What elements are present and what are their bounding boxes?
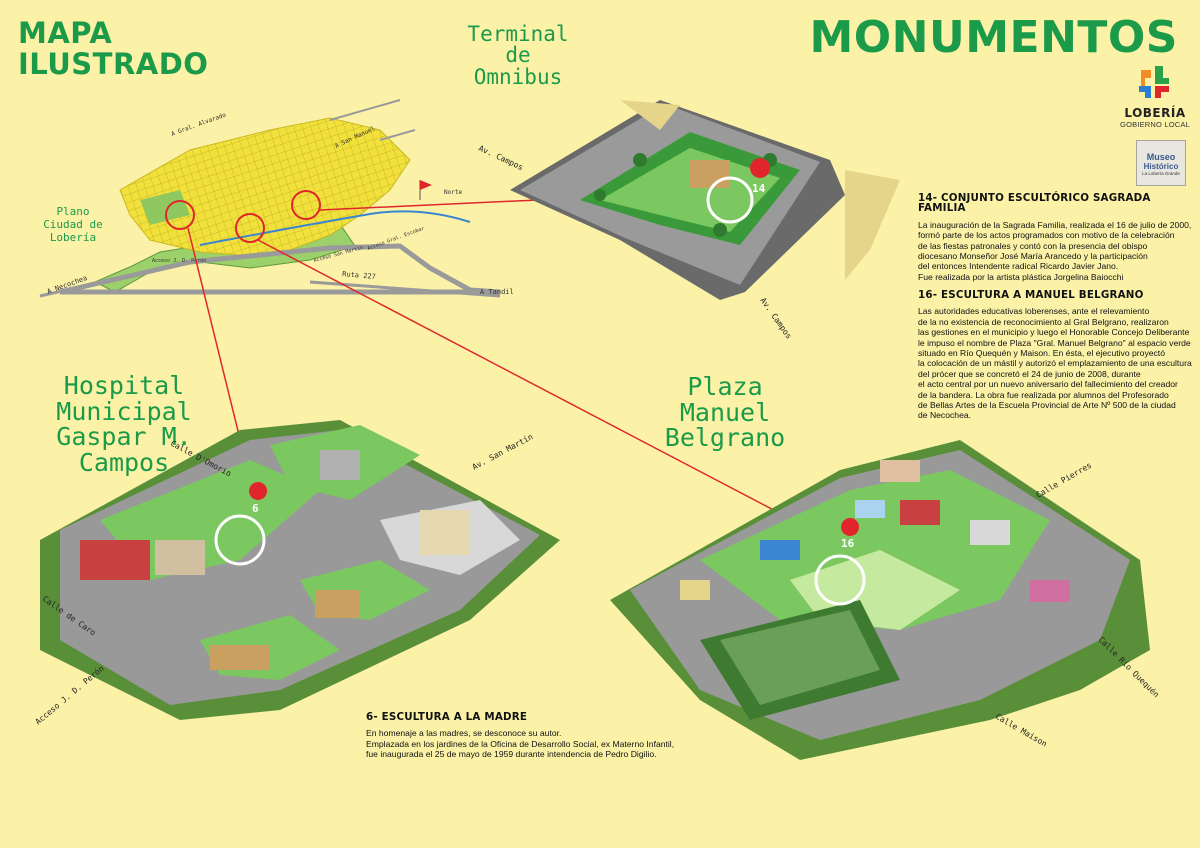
street-av-campos-bottom: Av. Campos xyxy=(758,296,793,341)
monument-6-info: 6- ESCULTURA A LA MADRE En homenaje a la… xyxy=(366,712,676,760)
city-plan: A Necochea A Tandil Ruta 227 A San Manue… xyxy=(39,99,514,298)
plaza-title-line1: Plaza xyxy=(687,372,763,401)
monument-14-info: 14- CONJUNTO ESCULTÓRICO SAGRADA FAMILIA… xyxy=(918,193,1193,282)
street-calle-maison: Calle Maison xyxy=(994,712,1049,749)
plaza-title: Plaza Manuel Belgrano xyxy=(620,374,830,451)
street-acceso-jd-peron: Acceso J. D. Perón xyxy=(33,663,106,727)
logo-name: LOBERÍA xyxy=(1124,106,1186,120)
route-acceso-jd-peron: Acceso J. D. Perón xyxy=(152,257,206,264)
plano-label-line2: Ciudad de Lobería xyxy=(43,218,103,244)
plan-marker-terminal xyxy=(291,190,321,220)
hospital-illustration: 6 Calle D'Omorio Av. San Martín Calle de… xyxy=(33,420,560,727)
marker-16: 16 xyxy=(841,537,855,550)
route-tandil: A Tandil xyxy=(480,288,514,296)
route-gral-alvarado: A Gral. Alvarado xyxy=(170,111,227,137)
hospital-title-line1: Hospital Municipal xyxy=(56,371,192,426)
marker-6: 6 xyxy=(252,502,259,515)
monument-16-text: Las autoridades educativas loberenses, a… xyxy=(918,306,1192,421)
marker-14: 14 xyxy=(752,182,766,195)
street-av-campos-top: Av. Campos xyxy=(477,144,525,173)
north-label: Norte xyxy=(444,189,462,196)
monument-16-info: 16- ESCULTURA A MANUEL BELGRANO Las auto… xyxy=(918,290,1193,421)
terminal-title-line2: de xyxy=(505,43,531,68)
street-calle-pierres: Calle Pierres xyxy=(1035,461,1094,500)
map-title: MAPA ILUSTRADO xyxy=(18,18,208,80)
map-title-line2: ILUSTRADO xyxy=(18,47,209,81)
terminal-title: Terminal de Omnibus xyxy=(448,22,588,89)
logo-subtitle: GOBIERNO LOCAL xyxy=(1120,120,1190,129)
loberia-logo-icon xyxy=(1139,66,1169,98)
museo-line3: La Lobería Grande xyxy=(1142,171,1180,176)
hospital-title: Hospital Municipal Gaspar M. Campos xyxy=(14,373,234,475)
museo-line2: Histórico xyxy=(1143,162,1179,171)
loberia-logo: LOBERÍA GOBIERNO LOCAL xyxy=(1118,64,1192,129)
museo-line1: Museo xyxy=(1146,152,1176,162)
plaza-title-line2: Manuel Belgrano xyxy=(664,397,786,452)
plan-marker-plaza xyxy=(235,213,265,243)
monument-14-title: 14- CONJUNTO ESCULTÓRICO SAGRADA FAMILIA xyxy=(918,192,1151,215)
plaza-illustration: 16 Calle Pierres Calle Río Quequén Calle… xyxy=(610,440,1162,760)
section-title: MONUMENTOS xyxy=(809,12,1178,63)
plano-label-line1: Plano xyxy=(56,205,90,218)
route-227: Ruta 227 xyxy=(342,270,376,281)
terminal-illustration: 14 Av. Campos Av. Campos xyxy=(477,100,900,341)
hospital-title-line2: Gaspar M. Campos xyxy=(56,422,192,477)
monument-16-title: 16- ESCULTURA A MANUEL BELGRANO xyxy=(918,289,1144,301)
monument-14-text: La inauguración de la Sagrada Familia, r… xyxy=(918,219,1192,282)
terminal-title-line3: Omnibus xyxy=(473,64,563,89)
map-title-line1: MAPA xyxy=(18,16,113,50)
street-av-san-martin: Av. San Martín xyxy=(471,432,535,472)
terminal-title-line1: Terminal xyxy=(467,22,569,46)
museo-logo: Museo Histórico La Lobería Grande xyxy=(1136,140,1186,186)
monument-6-text: En homenaje a las madres, se desconoce s… xyxy=(366,728,675,760)
monument-6-title: 6- ESCULTURA A LA MADRE xyxy=(366,711,528,723)
plan-marker-hospital xyxy=(165,200,195,230)
plano-label: Plano Ciudad de Lobería xyxy=(18,205,128,244)
